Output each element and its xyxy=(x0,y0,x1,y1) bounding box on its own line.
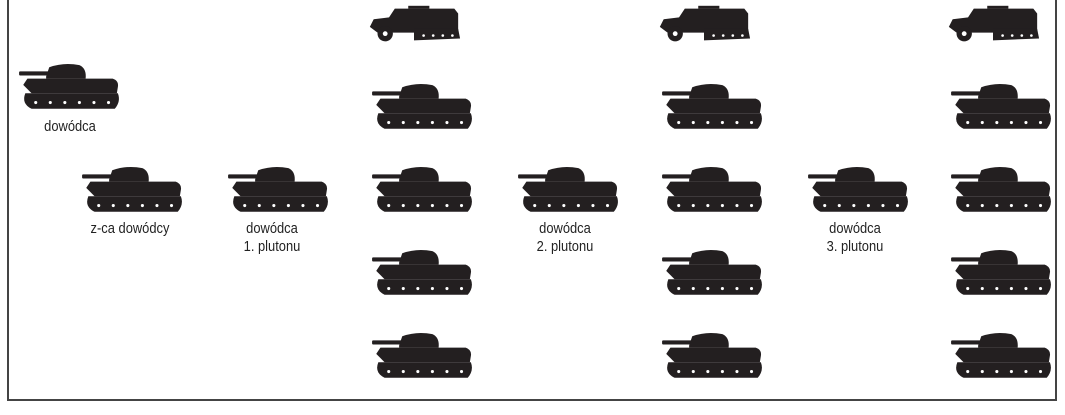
platoon-1-commander-label-line1: dowódca xyxy=(212,220,332,238)
tank-icon xyxy=(660,331,764,383)
tank-icon xyxy=(949,82,1053,134)
tank-icon xyxy=(660,165,764,217)
tank-icon xyxy=(80,165,184,217)
tank-icon xyxy=(806,165,910,217)
tank-icon xyxy=(17,62,121,114)
platoon-3-commander-label-line2: 3. plutonu xyxy=(795,238,915,256)
platoon-3-commander-label-line1: dowódca xyxy=(795,220,915,238)
tank-icon xyxy=(949,331,1053,383)
tank-icon xyxy=(370,165,474,217)
deputy-commander-label: z-ca dowódcy xyxy=(70,220,190,238)
tank-icon xyxy=(370,82,474,134)
tank-icon xyxy=(949,165,1053,217)
tank-icon xyxy=(226,165,330,217)
platoon-1-commander-label-line2: 1. plutonu xyxy=(212,238,332,256)
tank-icon xyxy=(370,331,474,383)
halftrack-icon xyxy=(945,5,1041,45)
tank-icon xyxy=(370,248,474,300)
halftrack-icon xyxy=(656,5,752,45)
tank-icon xyxy=(516,165,620,217)
platoon-2-commander-label-line2: 2. plutonu xyxy=(505,238,625,256)
tank-icon xyxy=(949,248,1053,300)
tank-icon xyxy=(660,82,764,134)
commander-label: dowódca xyxy=(10,118,130,136)
tank-icon xyxy=(660,248,764,300)
halftrack-icon xyxy=(366,5,462,45)
platoon-2-commander-label-line1: dowódca xyxy=(505,220,625,238)
